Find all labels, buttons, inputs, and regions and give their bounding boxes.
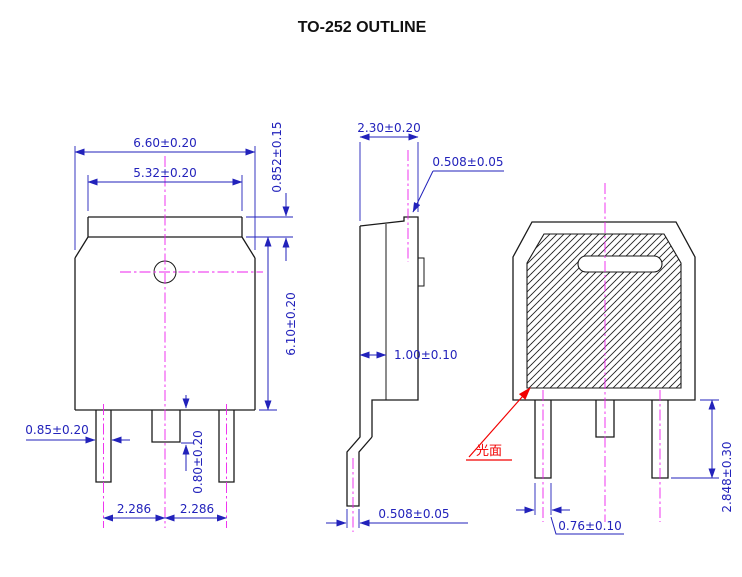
shiny-face-label: 光面 xyxy=(476,444,502,459)
shiny-face-arrow xyxy=(468,387,531,458)
back-view-dimensions: 0.76±0.10 2.848±0.30 xyxy=(516,399,734,535)
side-view-outline xyxy=(346,216,425,507)
front-view-dimensions: 6.60±0.20 5.32±0.20 0.852±0.15 6.10±0.20… xyxy=(25,121,298,522)
dim-side-lead-thickness: 0.508±0.05 xyxy=(378,507,449,521)
front-view-centerlines xyxy=(103,156,263,528)
back-view-outline xyxy=(512,221,696,479)
back-leads xyxy=(534,400,669,479)
front-view: 6.60±0.20 5.32±0.20 0.852±0.15 6.10±0.20… xyxy=(25,121,298,528)
dim-side-overall-thickness: 2.30±0.20 xyxy=(357,121,421,135)
dim-front-body-height: 6.10±0.20 xyxy=(284,292,298,356)
dim-front-top-width: 5.32±0.20 xyxy=(133,166,197,180)
dim-side-pad-thickness: 1.00±0.10 xyxy=(394,348,458,362)
dim-front-center-stub: 0.80±0.20 xyxy=(191,430,205,494)
hatched-back-surface xyxy=(526,233,682,389)
side-view-centerlines xyxy=(352,150,409,532)
page-title: TO-252 OUTLINE xyxy=(298,19,427,36)
dim-back-lead-length: 2.848±0.30 xyxy=(720,441,734,512)
back-view: 光面 0.76±0.10 2.848±0.30 xyxy=(466,183,734,535)
dim-front-pitch-left: 2.286 xyxy=(117,502,151,516)
dim-front-lead-width: 0.85±0.20 xyxy=(25,423,89,437)
dim-back-lead-width: 0.76±0.10 xyxy=(558,519,622,533)
dim-side-tab-thickness: 0.508±0.05 xyxy=(432,155,503,169)
shiny-face-callout: 光面 xyxy=(466,387,531,461)
side-lead xyxy=(346,226,373,507)
back-view-centerlines xyxy=(542,183,661,522)
side-tab-mark xyxy=(418,257,425,287)
dim-front-tab-height: 0.852±0.15 xyxy=(270,121,284,192)
side-view-dimensions: 2.30±0.20 0.508±0.05 1.00±0.10 0.508±0.0… xyxy=(326,121,504,528)
dim-front-pitch-right: 2.286 xyxy=(180,502,214,516)
dim-front-outer-width: 6.60±0.20 xyxy=(133,136,197,150)
side-view: 2.30±0.20 0.508±0.05 1.00±0.10 0.508±0.0… xyxy=(326,121,504,532)
